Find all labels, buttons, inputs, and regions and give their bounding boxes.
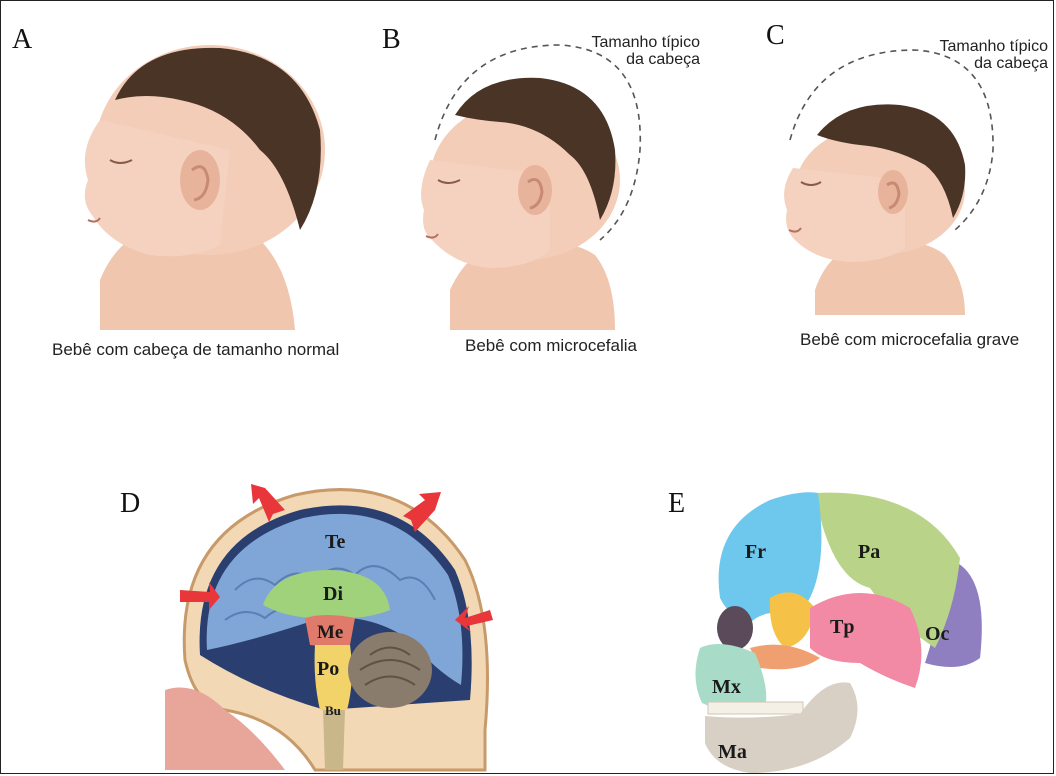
label-pa: Pa [858,541,880,563]
panel-b-letter: B [382,26,401,54]
label-mx: Mx [712,676,741,698]
baby-severe-microcephaly-illustration [775,50,1015,320]
label-tp: Tp [830,616,854,638]
panel-c-letter: C [766,22,785,50]
panel-a-caption: Bebê com cabeça de tamanho normal [52,340,339,360]
label-te: Te [325,531,346,553]
label-me: Me [317,622,343,643]
brain-sagittal-illustration: Te Di Me Po Bu [165,470,495,770]
label-oc: Oc [925,623,950,645]
panel-b-caption: Bebê com microcefalia [465,336,637,356]
panel-c-caption: Bebê com microcefalia grave [800,330,1019,350]
panel-a-letter: A [12,26,32,54]
label-ma: Ma [718,741,747,763]
label-po: Po [317,658,339,680]
label-di: Di [323,583,343,605]
baby-normal-head-illustration [60,30,320,330]
skull-lateral-illustration: Fr Pa Tp Oc Mx Ma [690,488,1035,773]
label-bu: Bu [325,703,341,718]
panel-e-letter: E [668,490,685,518]
panel-d-letter: D [120,490,140,518]
label-fr: Fr [745,541,766,563]
baby-microcephaly-illustration [410,40,660,330]
